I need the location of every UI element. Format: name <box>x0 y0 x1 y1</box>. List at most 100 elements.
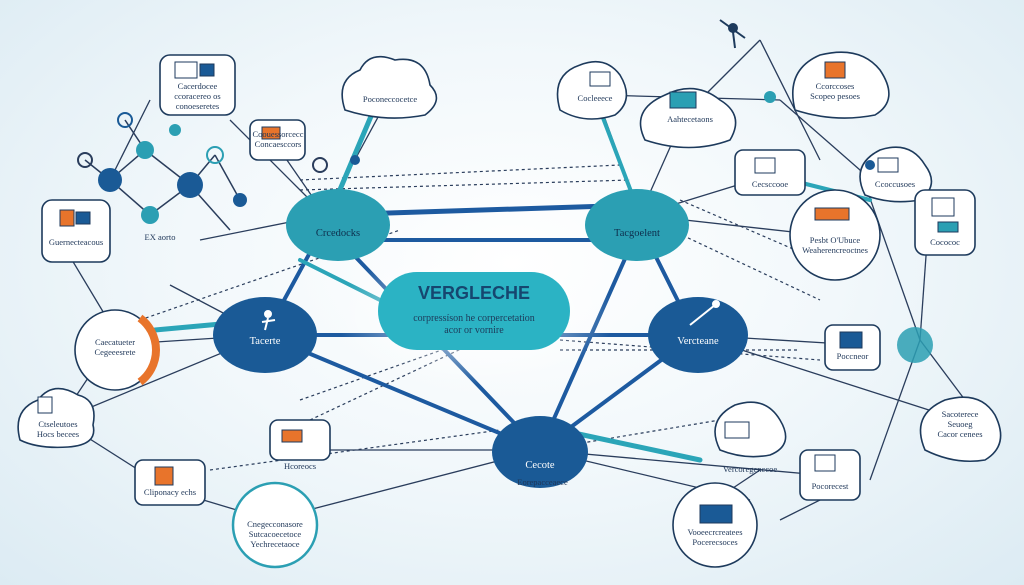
label-line: conoeseretes <box>175 100 220 111</box>
molecule-node <box>233 193 247 207</box>
bottom-right-small-label: Pocorecest <box>811 481 849 491</box>
left-low-label: Ctseleutoes Hocs becees <box>18 419 98 440</box>
node-mid-right[interactable] <box>648 297 748 373</box>
label-line: Sutcacoecetoce <box>248 528 302 539</box>
label-line: Pesbt O'Ubuce <box>809 235 861 245</box>
document-icon <box>669 91 697 109</box>
left-mid-card-label: Coouessorcecc Concaesccors <box>248 129 308 150</box>
satellite-circle <box>789 189 881 281</box>
molecule-node <box>77 152 93 168</box>
node-top-right[interactable] <box>585 189 689 261</box>
center-subtitle-line: corpressíson he corpercetation <box>413 313 535 324</box>
bottom-left-small-label: Hcoreocs <box>283 461 317 471</box>
label-line: Yechrecetaoce <box>250 538 300 549</box>
document-icon <box>814 454 836 472</box>
document-icon <box>931 197 955 217</box>
far-right-bottom-label: Sacoterece Seuoeg Cacor cenees <box>925 409 995 439</box>
molecule-node <box>98 168 122 192</box>
satellite-cloud <box>639 87 737 149</box>
document-icon <box>699 504 733 524</box>
molecule-node <box>169 124 181 136</box>
right-circle-label: Pesbt O'Ubuce Weaherencreoctnes <box>790 235 880 256</box>
molecule-node <box>136 141 154 159</box>
left-circle-accent <box>137 314 160 386</box>
molecule-node <box>117 112 133 128</box>
figure-icon <box>719 19 746 49</box>
label-line: Caecatueter <box>94 337 136 347</box>
label-line: ccoracereo os <box>174 90 221 101</box>
label-line: Ccorccoses <box>815 81 855 91</box>
label-line: Hocs becees <box>36 428 80 439</box>
label-line: Cacor cenees <box>937 428 983 439</box>
document-icon <box>814 207 850 221</box>
document-icon <box>724 421 750 439</box>
satellite-cloud <box>791 51 890 119</box>
center-subtitle-line: acor or vornire <box>444 325 504 336</box>
document-icon <box>754 157 776 174</box>
molecule-node <box>312 157 328 173</box>
left-small-label: Guernecteacous <box>48 237 104 247</box>
molecule-node <box>206 146 224 164</box>
document-icon <box>154 466 174 486</box>
person-icon <box>261 310 276 331</box>
document-icon <box>281 429 303 443</box>
label-line: Ctseleutoes <box>38 419 78 429</box>
center-title: VERGLECHE <box>417 283 531 303</box>
label-line: Cegeeesrete <box>94 346 136 357</box>
center-hub[interactable] <box>378 272 570 350</box>
teal-dot <box>865 160 875 170</box>
document-icon <box>937 221 959 233</box>
satellite-cloud <box>714 401 787 458</box>
right-small-label: Cecsccooe <box>751 179 789 189</box>
molecule-node <box>350 155 360 165</box>
center-subtitle: corpressíson he corpercetation acor or v… <box>378 313 570 337</box>
document-icon <box>174 61 198 79</box>
label-line: Sacoterece <box>941 409 979 419</box>
teal-dot <box>764 91 776 103</box>
document-icon <box>59 209 75 227</box>
bottom-mid-label: Vercoregenccoe <box>722 464 778 474</box>
node-bottom[interactable] <box>492 416 588 488</box>
node-top-left[interactable] <box>286 189 390 261</box>
label-line: Scopeo pesoes <box>810 90 860 101</box>
ex-text-label: EX aorto <box>144 232 176 242</box>
satellite-cloud <box>341 55 438 119</box>
molecule-node <box>141 206 159 224</box>
teal-dot <box>897 327 933 363</box>
node-mid-left-label: Tacerte <box>249 336 281 347</box>
satellite-cloud <box>17 387 95 449</box>
label-line: Cacerdocee <box>177 81 218 91</box>
document-icon <box>75 211 91 225</box>
document-icon <box>877 157 899 173</box>
satellite-circle <box>231 481 319 569</box>
label-line: Pocerecsoces <box>692 536 738 547</box>
bottom-center-under-label: Eorepacceaece <box>517 477 568 487</box>
label-line: Vooeecrcreatees <box>687 527 743 537</box>
bottom-left-circle-label: Cnegecconasore Sutcacoecetoce Yechreceta… <box>235 519 315 549</box>
document-icon <box>37 396 53 414</box>
node-mid-left[interactable] <box>213 297 317 373</box>
satellite-card <box>41 199 111 263</box>
tl-box-label: Cacerdocee ccoracereo os conoeseretes <box>160 81 235 111</box>
bottom-right-circle-label: Vooeecrcreatees Pocerecsoces <box>675 527 755 548</box>
satellite-cloud <box>919 396 1002 463</box>
top-center-right-label: Cocleeece <box>577 93 613 103</box>
node-top-right-label: Tacgoelent <box>614 228 660 239</box>
label-line: Seuoeg <box>947 418 973 429</box>
satellite-cloud <box>556 60 628 120</box>
bottom-left-stack-label: Cliponacy echs <box>143 487 197 497</box>
satellite-circle <box>672 482 758 568</box>
document-icon <box>824 61 846 79</box>
label-line: Coouessorcecc <box>252 129 304 139</box>
tr-far-label: Ccorccoses Scopeo pesoes <box>795 81 875 102</box>
label-line: Weaherencreoctnes <box>802 244 868 255</box>
document-icon <box>199 63 215 77</box>
top-cloud-label: Poconeccocetce <box>362 94 418 104</box>
satellite-boxes <box>17 51 1002 569</box>
node-top-left-label: Crcedocks <box>315 228 361 239</box>
document-icon <box>261 126 281 140</box>
molecule-cluster <box>77 112 360 231</box>
node-mid-right-label: Vercteane <box>677 336 719 347</box>
left-circle-label: Caecatueter Cegeeesrete <box>75 337 155 358</box>
